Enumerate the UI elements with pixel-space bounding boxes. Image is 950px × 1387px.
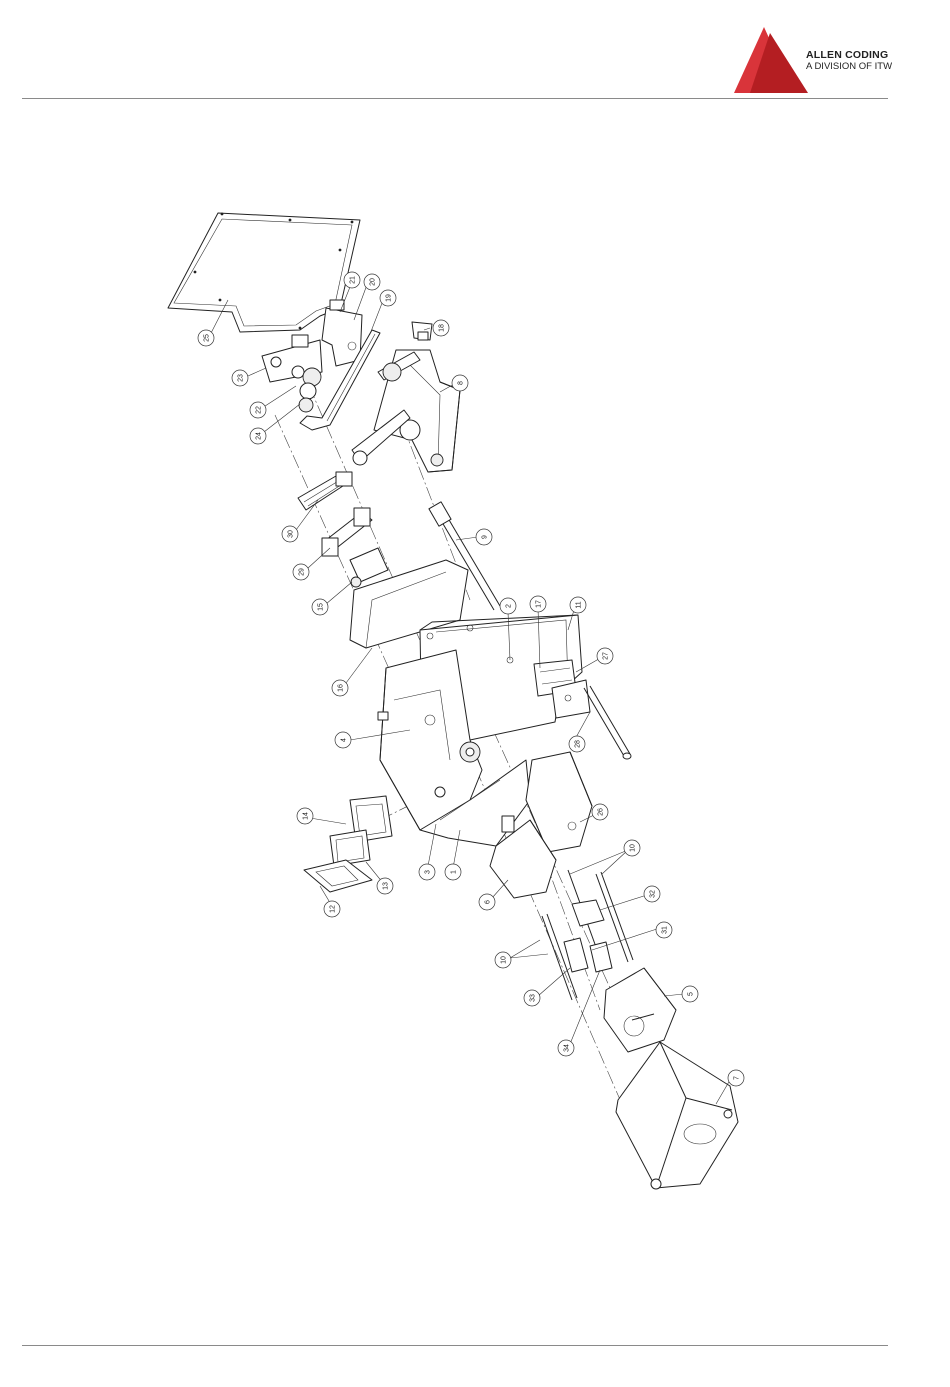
bubble-12: 12 [324, 901, 340, 917]
part-18-clip [412, 322, 432, 340]
bubble-30-label: 30 [288, 530, 295, 538]
bubble-10-right: 10 [624, 840, 640, 856]
bubble-1: 1 [445, 864, 461, 880]
bubble-19: 19 [380, 290, 396, 306]
bubble-8: 8 [452, 375, 468, 391]
bubble-29-label: 29 [299, 568, 306, 576]
bubble-17: 17 [530, 596, 546, 612]
bubble-12-label: 12 [330, 905, 337, 913]
bubble-23-label: 23 [238, 374, 245, 382]
part-28-rod [552, 680, 631, 759]
part-7-end-cover [616, 1042, 738, 1189]
bubble-5: 5 [682, 986, 698, 1002]
bubble-32: 32 [644, 886, 660, 902]
bubble-33-label: 33 [530, 994, 537, 1002]
bubble-34-label: 34 [564, 1044, 571, 1052]
bubble-17-label: 17 [536, 600, 543, 608]
bubble-25: 25 [198, 330, 214, 346]
bubble-22-label: 22 [256, 406, 263, 414]
bubble-32-label: 32 [650, 890, 657, 898]
bubble-7-label: 7 [734, 1076, 741, 1080]
bubble-9: 9 [476, 529, 492, 545]
bubble-22: 22 [250, 402, 266, 418]
bubble-10-right-label: 10 [630, 844, 637, 852]
bubble-26: 26 [592, 804, 608, 820]
bubble-2-label: 2 [506, 604, 513, 608]
part-20-21-bracket [322, 300, 362, 366]
bubble-10-left-label: 10 [501, 956, 508, 964]
bubble-24-label: 24 [256, 432, 263, 440]
bubble-19-label: 19 [386, 294, 393, 302]
bubble-4: 4 [335, 732, 351, 748]
part-8-slide-mechanism [352, 350, 460, 472]
bubble-25-label: 25 [204, 334, 211, 342]
bubble-14-label: 14 [303, 812, 310, 820]
bubble-20-label: 20 [370, 278, 377, 286]
bubble-10-left: 10 [495, 952, 511, 968]
bubble-11: 11 [570, 597, 586, 613]
bubble-16: 16 [332, 680, 348, 696]
bubble-1-label: 1 [451, 870, 458, 874]
bubble-28-label: 28 [575, 740, 582, 748]
bubble-7: 7 [728, 1070, 744, 1086]
part-12-bracket [304, 860, 372, 892]
bubble-28: 28 [569, 736, 585, 752]
bubble-5-label: 5 [688, 992, 695, 996]
bubble-3-label: 3 [425, 870, 432, 874]
bubble-3: 3 [419, 864, 435, 880]
bubble-6: 6 [479, 894, 495, 910]
bubble-18: 18 [433, 320, 449, 336]
part-23-22-24-roller-block [262, 335, 322, 412]
bubble-23: 23 [232, 370, 248, 386]
bubble-33: 33 [524, 990, 540, 1006]
bubble-29: 29 [293, 564, 309, 580]
bubble-2: 2 [500, 598, 516, 614]
part-31-32-33-34-small-parts [564, 900, 612, 972]
bubble-13-label: 13 [383, 882, 390, 890]
bubble-30: 30 [282, 526, 298, 542]
bubble-31: 31 [656, 922, 672, 938]
bubble-16-label: 16 [338, 684, 345, 692]
bubble-34: 34 [558, 1040, 574, 1056]
part-30-ribbon-cable [298, 472, 352, 510]
bubble-27: 27 [597, 648, 613, 664]
bubble-9-label: 9 [482, 535, 489, 539]
bubble-15: 15 [312, 599, 328, 615]
bubble-31-label: 31 [662, 926, 669, 934]
bubble-8-label: 8 [458, 381, 465, 385]
bubble-11-label: 11 [576, 601, 583, 608]
bubble-6-label: 6 [485, 900, 492, 904]
bubble-24: 24 [250, 428, 266, 444]
bubble-13: 13 [377, 878, 393, 894]
bubble-26-label: 26 [598, 808, 605, 816]
part-5-stepper-motor [604, 968, 676, 1052]
bubble-21: 21 [344, 272, 360, 288]
bubble-18-label: 18 [439, 324, 446, 332]
bubble-20: 20 [364, 274, 380, 290]
bubble-4-label: 4 [341, 738, 348, 742]
part-14-13-connectors [330, 796, 392, 866]
bubble-15-label: 15 [318, 603, 325, 611]
bubble-21-label: 21 [350, 276, 357, 284]
bubble-14: 14 [297, 808, 313, 824]
bubble-27-label: 27 [603, 652, 610, 660]
